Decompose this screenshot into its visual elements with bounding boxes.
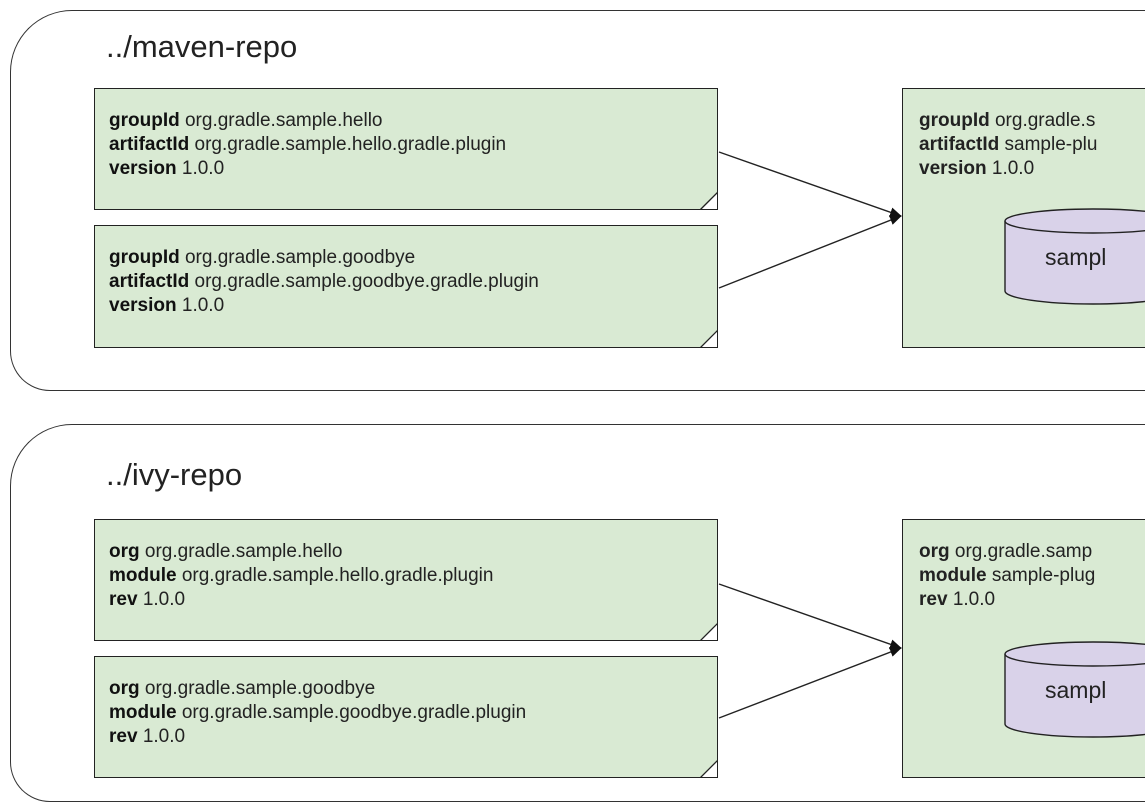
maven-source-note-goodbye: groupId org.gradle.sample.goodbye artifa…: [94, 225, 718, 348]
key-label: module: [109, 565, 177, 586]
key-label: version: [109, 158, 177, 179]
maven-goodbye-group-row: groupId org.gradle.sample.goodbye: [109, 246, 703, 270]
value-label: org.gradle.sample.goodbye: [184, 247, 416, 268]
folded-corner-icon: [700, 192, 717, 209]
key-label: org: [109, 678, 140, 699]
maven-goodbye-version-row: version 1.0.0: [109, 294, 703, 318]
key-label: rev: [109, 589, 138, 610]
value-label: 1.0.0: [181, 295, 225, 316]
maven-cylinder-label: sampl: [1045, 244, 1107, 270]
value-label: org.gradle.sample.goodbye.gradle.plugin: [194, 271, 539, 292]
value-label: org.gradle.sample.goodbye: [144, 678, 376, 699]
maven-target-artifact-row: artifactId sample-plu: [919, 133, 1145, 157]
ivy-target-rev-row: rev 1.0.0: [919, 588, 1145, 612]
ivy-cylinder-label: sampl: [1045, 677, 1107, 703]
key-label: version: [919, 158, 987, 179]
ivy-source-note-hello: org org.gradle.sample.hello module org.g…: [94, 519, 718, 641]
maven-hello-artifact-row: artifactId org.gradle.sample.hello.gradl…: [109, 133, 703, 157]
value-label: 1.0.0: [991, 158, 1035, 179]
key-label: groupId: [919, 110, 990, 131]
maven-target-box: groupId org.gradle.s artifactId sample-p…: [902, 88, 1145, 348]
key-label: org: [919, 541, 950, 562]
value-label: org.gradle.sample.goodbye.gradle.plugin: [181, 702, 527, 723]
maven-target-version-row: version 1.0.0: [919, 157, 1145, 181]
ivy-target-org-row: org org.gradle.samp: [919, 540, 1145, 564]
value-label: org.gradle.sample.hello: [184, 110, 383, 131]
ivy-hello-org-row: org org.gradle.sample.hello: [109, 540, 703, 564]
key-label: org: [109, 541, 140, 562]
folded-corner-icon: [700, 623, 717, 640]
maven-hello-version-row: version 1.0.0: [109, 157, 703, 181]
ivy-source-note-goodbye: org org.gradle.sample.goodbye module org…: [94, 656, 718, 778]
maven-repo-title: ../maven-repo: [106, 29, 298, 64]
ivy-hello-rev-row: rev 1.0.0: [109, 588, 703, 612]
maven-artifact-cylinder: sampl: [1003, 207, 1145, 307]
folded-corner-icon: [700, 760, 717, 777]
value-label: org.gradle.samp: [954, 541, 1093, 562]
maven-hello-group-row: groupId org.gradle.sample.hello: [109, 109, 703, 133]
ivy-target-module-row: module sample-plug: [919, 564, 1145, 588]
value-label: org.gradle.sample.hello.gradle.plugin: [181, 565, 494, 586]
folded-corner-icon: [700, 330, 717, 347]
maven-source-note-hello: groupId org.gradle.sample.hello artifact…: [94, 88, 718, 210]
value-label: 1.0.0: [181, 158, 225, 179]
maven-target-group-row: groupId org.gradle.s: [919, 109, 1145, 133]
key-label: groupId: [109, 110, 180, 131]
ivy-goodbye-module-row: module org.gradle.sample.goodbye.gradle.…: [109, 701, 703, 725]
maven-goodbye-artifact-row: artifactId org.gradle.sample.goodbye.gra…: [109, 270, 703, 294]
key-label: rev: [919, 589, 948, 610]
key-label: artifactId: [109, 134, 190, 155]
key-label: module: [109, 702, 177, 723]
ivy-goodbye-org-row: org org.gradle.sample.goodbye: [109, 677, 703, 701]
ivy-repo-title: ../ivy-repo: [106, 457, 243, 492]
value-label: 1.0.0: [142, 726, 186, 747]
key-label: module: [919, 565, 987, 586]
key-label: groupId: [109, 247, 180, 268]
key-label: version: [109, 295, 177, 316]
value-label: org.gradle.sample.hello.gradle.plugin: [194, 134, 507, 155]
key-label: artifactId: [109, 271, 190, 292]
ivy-goodbye-rev-row: rev 1.0.0: [109, 725, 703, 749]
value-label: org.gradle.s: [994, 110, 1096, 131]
key-label: rev: [109, 726, 138, 747]
ivy-target-box: org org.gradle.samp module sample-plug r…: [902, 519, 1145, 778]
ivy-hello-module-row: module org.gradle.sample.hello.gradle.pl…: [109, 564, 703, 588]
value-label: org.gradle.sample.hello: [144, 541, 343, 562]
key-label: artifactId: [919, 134, 1000, 155]
value-label: sample-plug: [991, 565, 1096, 586]
cylinder-icon: [1004, 208, 1145, 305]
cylinder-icon: [1004, 641, 1145, 738]
value-label: 1.0.0: [142, 589, 186, 610]
value-label: sample-plu: [1004, 134, 1098, 155]
ivy-artifact-cylinder: sampl: [1003, 640, 1145, 740]
value-label: 1.0.0: [952, 589, 996, 610]
